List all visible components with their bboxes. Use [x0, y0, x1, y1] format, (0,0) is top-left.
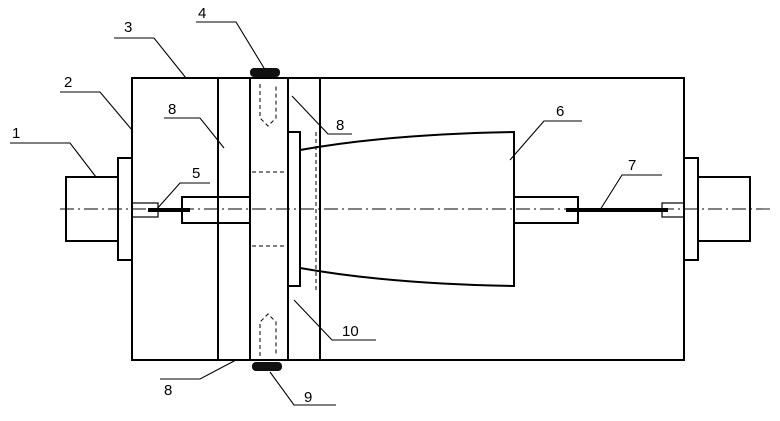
left-shaft-inner [182, 197, 250, 223]
callout-8-upper-right: 8 [336, 117, 344, 134]
top-seal [250, 68, 280, 77]
callout-4: 4 [198, 5, 206, 22]
leader-4 [196, 22, 264, 68]
upper-bolt [260, 84, 276, 126]
callout-9: 9 [304, 389, 312, 406]
leader-10 [294, 300, 376, 340]
leader-9 [270, 372, 336, 405]
leader-2 [60, 92, 132, 130]
callout-5: 5 [192, 165, 200, 182]
callout-10: 10 [342, 323, 359, 340]
callout-8-lower: 8 [164, 382, 172, 399]
leader-1 [10, 143, 96, 177]
callout-3: 3 [124, 19, 132, 36]
housing [132, 78, 684, 360]
callout-6: 6 [556, 103, 564, 120]
callout-8-upper-left: 8 [168, 101, 176, 118]
callout-1: 1 [12, 125, 20, 142]
leader-8-upper-left [164, 118, 224, 148]
callout-7: 7 [628, 157, 636, 174]
leader-3 [114, 38, 186, 78]
leader-7 [600, 175, 662, 210]
callout-2: 2 [64, 74, 72, 91]
lower-bolt [260, 314, 276, 356]
leader-8-lower [160, 360, 236, 379]
leader-6 [510, 121, 582, 160]
bottom-seal [252, 362, 282, 371]
